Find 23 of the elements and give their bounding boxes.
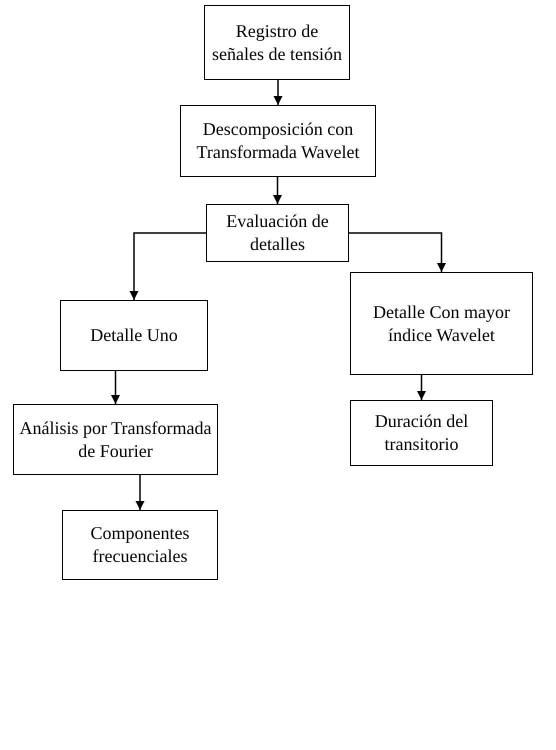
arrow	[111, 371, 120, 404]
box-label: Componentes frecuenciales	[90, 522, 190, 568]
arrow	[349, 232, 446, 272]
box-label: Detalle Con mayor índice Wavelet	[372, 300, 511, 346]
process-box	[350, 272, 533, 375]
process-box	[13, 404, 218, 475]
box-label: Duración del transitorio	[374, 410, 470, 456]
process-box	[350, 400, 493, 466]
arrow	[417, 375, 426, 400]
arrow	[130, 232, 206, 300]
box-label: Evaluación de detalles	[225, 210, 330, 256]
process-box	[206, 204, 349, 262]
process-box	[204, 5, 350, 80]
box-label: Registro de señales de tensión	[211, 20, 343, 66]
process-box	[62, 510, 218, 580]
arrow	[136, 475, 144, 510]
process-box	[180, 105, 376, 177]
box-label: Descomposición con Transformada Wavelet	[195, 118, 360, 164]
box-label: Detalle Uno	[90, 324, 178, 347]
process-box	[60, 300, 208, 371]
arrow	[273, 177, 282, 204]
arrow	[274, 80, 282, 105]
box-label: Análisis por Transformada de Fourier	[18, 416, 212, 462]
